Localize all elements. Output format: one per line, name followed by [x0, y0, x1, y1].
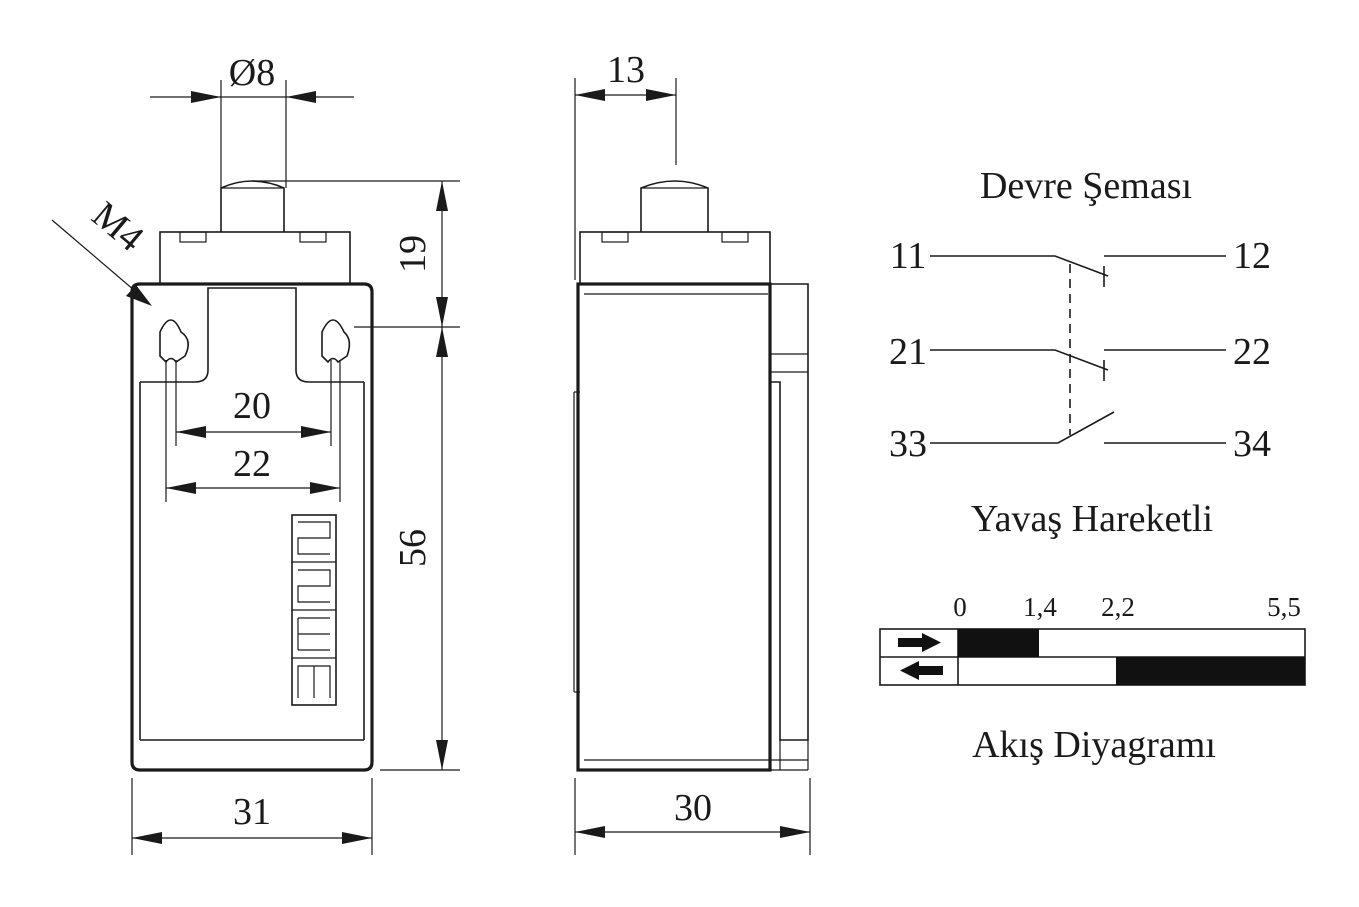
terminal-22: 22	[1233, 331, 1271, 373]
front-plunger	[220, 180, 285, 232]
circuit-title: Devre Şeması	[980, 165, 1192, 207]
terminal-12: 12	[1233, 235, 1271, 277]
dim-actuator-height: 19	[392, 235, 434, 273]
terminal-34: 34	[1233, 423, 1271, 465]
circuit-subtitle: Yavaş Hareketli	[971, 498, 1213, 540]
front-head	[159, 231, 351, 285]
flow-tick-3: 5,5	[1267, 592, 1301, 622]
dim-width: 31	[233, 791, 271, 833]
flow-segment-return	[1116, 657, 1305, 685]
flow-title: Akış Diyagramı	[972, 724, 1216, 766]
dim-thread: M4	[84, 194, 151, 260]
flow-tick-1: 1,4	[1023, 592, 1057, 622]
terminal-21: 21	[889, 331, 927, 373]
flow-tick-2: 2,2	[1101, 592, 1135, 622]
side-plunger	[640, 180, 709, 232]
dim-body-height: 56	[392, 529, 434, 567]
side-body	[576, 282, 772, 772]
front-dimensions	[51, 80, 460, 855]
forward-arrow-icon	[898, 633, 941, 652]
dim-inner-holes: 20	[233, 385, 271, 427]
mounting-hole-right	[321, 319, 351, 364]
side-rail	[770, 283, 809, 741]
terminal-33: 33	[889, 423, 927, 465]
contact-diagram	[930, 255, 1226, 444]
front-notch	[140, 287, 364, 383]
dim-depth: 30	[674, 787, 712, 829]
side-view	[573, 180, 809, 772]
terminal-11: 11	[890, 235, 927, 277]
dim-pin-offset: 13	[607, 49, 645, 91]
flow-diagram	[879, 628, 1306, 686]
dim-pin-diameter: Ø8	[229, 52, 275, 94]
front-view	[130, 180, 374, 772]
mounting-hole-left	[159, 319, 189, 364]
side-dimensions	[574, 78, 811, 855]
return-arrow-icon	[900, 661, 943, 680]
flow-tick-0: 0	[953, 592, 967, 622]
side-head	[579, 231, 771, 285]
sems-logo	[291, 514, 337, 706]
flow-segment-forward	[958, 629, 1039, 657]
dim-outer-holes: 22	[233, 443, 271, 485]
